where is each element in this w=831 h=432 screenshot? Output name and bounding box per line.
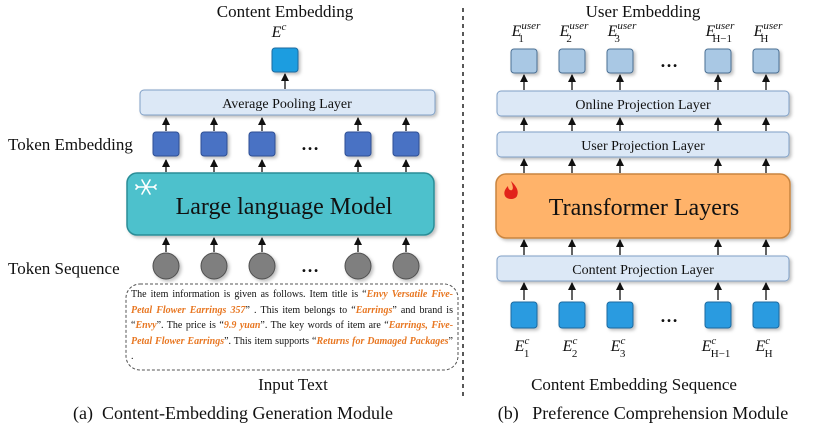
content-embedding-4 (704, 301, 732, 329)
text-segment: ”. The key words of item are “ (260, 320, 389, 332)
token-embeddings: … (152, 117, 420, 172)
token-3 (248, 252, 276, 280)
user-projection-layer (496, 131, 790, 158)
token-4 (344, 252, 372, 280)
highlighted-value: Envy (135, 320, 157, 332)
online-projection-label: Online Projection Layer (575, 98, 711, 113)
left-panel: Content Embedding Ec Average Pooling Lay… (8, 2, 459, 424)
caption-b: (b) Preference Comprehension Module (498, 403, 788, 424)
average-pooling-label: Average Pooling Layer (222, 97, 352, 112)
token-sequence: … (152, 237, 420, 280)
content-projection-label: Content Projection Layer (572, 263, 714, 278)
highlighted-value: 9.9 yuan (223, 320, 261, 332)
input-text-label: Input Text (258, 375, 328, 394)
text-segment: ”. This item supports “ (224, 335, 317, 347)
user-embedding-title: User Embedding (586, 2, 701, 21)
content-embedding-3 (606, 301, 634, 329)
content-embedding-ellipsis: … (660, 306, 678, 326)
large-language-model-box (126, 172, 435, 236)
token-2 (200, 252, 228, 280)
highlighted-value: Earrings (355, 304, 393, 316)
average-pooling-layer (139, 89, 436, 116)
token-sequence-label: Token Sequence (8, 259, 120, 278)
text-segment: ” . (131, 335, 453, 363)
user-projection-label: User Projection Layer (581, 139, 705, 154)
token-1 (152, 252, 180, 280)
user-embedding-2 (558, 48, 586, 74)
text-segment: ” and brand is “ (131, 304, 453, 332)
output-embedding-box (271, 47, 299, 73)
snowflake-icon (135, 179, 157, 195)
content-embedding-1 (510, 301, 538, 329)
highlighted-value: Envy Versatile Five-Petal Flower Earring… (131, 289, 454, 316)
token-embedding-1 (152, 131, 180, 157)
token-sequence-ellipsis: … (301, 256, 319, 276)
text-segment: ”. The price is “ (156, 320, 224, 332)
user-embeddings: … (510, 48, 780, 255)
input-text-box (125, 283, 459, 371)
token-embedding-5 (392, 131, 420, 157)
token-embedding-2 (200, 131, 228, 157)
transformer-layers-box (495, 173, 791, 239)
text-segment: The item information is given as follows… (131, 289, 367, 300)
content-embeddings: … (510, 282, 780, 329)
transformer-label: Transformer Layers (549, 195, 739, 221)
content-embedding-title: Content Embedding (217, 2, 354, 21)
token-5 (392, 252, 420, 280)
highlighted-value: Returns for Damaged Packages (316, 335, 449, 347)
token-embedding-label: Token Embedding (8, 135, 133, 154)
llm-label: Large language Model (176, 194, 393, 220)
content-projection-layer (496, 255, 790, 282)
text-segment: ” . This item belongs to “ (245, 304, 356, 316)
output-symbol: Ec (271, 21, 287, 41)
caption-a: (a) Content-Embedding Generation Module (73, 403, 393, 424)
token-embedding-3 (248, 131, 276, 157)
user-embedding-5 (752, 48, 780, 74)
fire-icon (504, 181, 518, 199)
content-embedding-5 (752, 301, 780, 329)
highlighted-value: Earrings, Five-Petal Flower Earrings (131, 320, 454, 347)
online-projection-layer (496, 90, 790, 117)
input-text-content: The item information is given as follows… (131, 287, 453, 365)
content-embedding-2 (558, 301, 586, 329)
sequence-label: Content Embedding Sequence (531, 375, 737, 394)
user-embedding-3 (606, 48, 634, 74)
token-embedding-4 (344, 131, 372, 157)
user-embedding-ellipsis: … (660, 51, 678, 71)
token-embedding-ellipsis: … (301, 134, 319, 154)
user-embedding-1 (510, 48, 538, 74)
user-embedding-4 (704, 48, 732, 74)
